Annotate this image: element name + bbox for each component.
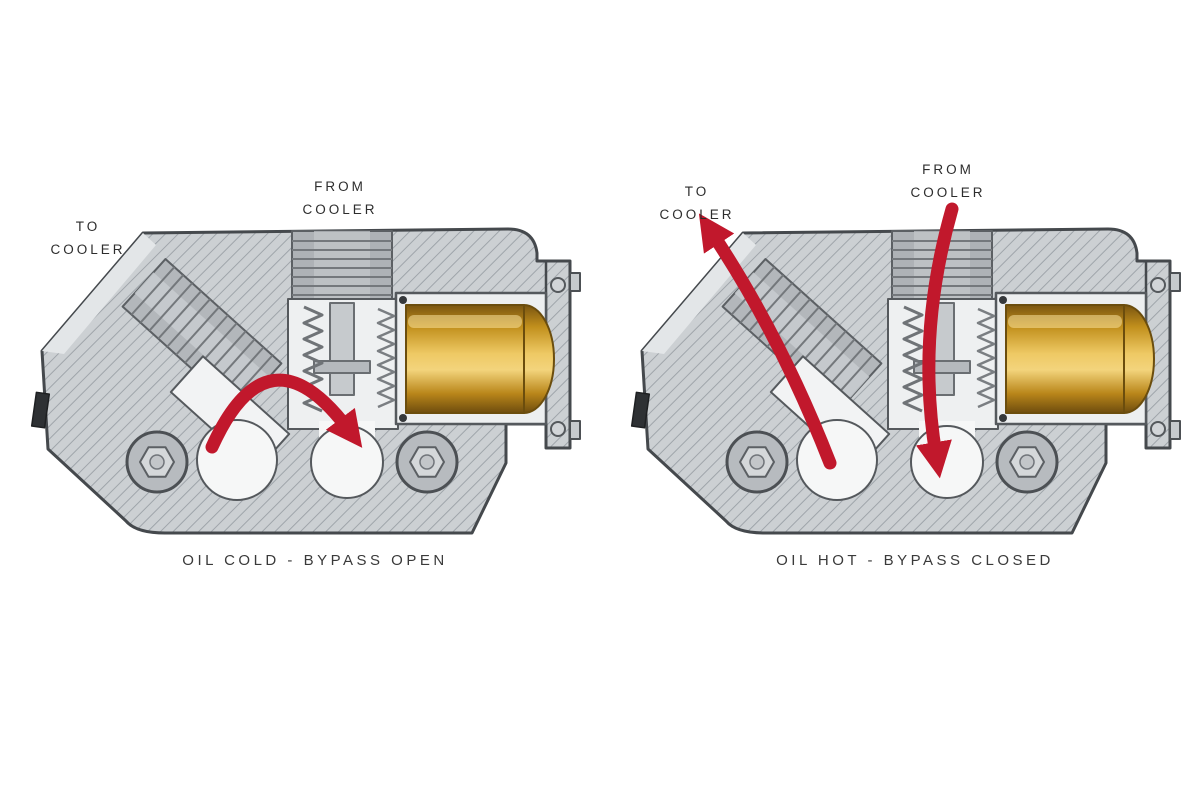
from-cooler-line1: FROM: [314, 179, 366, 194]
valve-cutaway-hot: [630, 202, 1200, 585]
to-cooler-label: TO COOLER: [38, 215, 138, 261]
to-cooler-line2: COOLER: [659, 207, 735, 222]
from-cooler-label: FROM COOLER: [280, 175, 400, 221]
to-cooler-line1: TO: [75, 219, 101, 234]
from-cooler-flow-arrow: [915, 202, 959, 479]
bypass-flow-arrow: [205, 373, 363, 454]
from-cooler-line1: FROM: [922, 162, 974, 177]
to-cooler-label: TO COOLER: [637, 180, 757, 226]
from-cooler-line2: COOLER: [910, 185, 986, 200]
to-cooler-line1: TO: [684, 184, 710, 199]
to-cooler-line2: COOLER: [50, 242, 126, 257]
from-cooler-label: FROM COOLER: [888, 158, 1008, 204]
from-cooler-line2: COOLER: [302, 202, 378, 217]
diagram-panel-hot: TO COOLER FROM COOLER OIL HOT - BYPASS C…: [630, 155, 1200, 595]
valve-cutaway-cold: [30, 165, 600, 585]
caption-cold: OIL COLD - BYPASS OPEN: [182, 552, 448, 569]
caption-hot: OIL HOT - BYPASS CLOSED: [776, 552, 1054, 569]
diagram-panel-cold: TO COOLER FROM COOLER OIL COLD - BYPASS …: [30, 155, 600, 595]
to-cooler-flow-arrow: [698, 213, 837, 470]
valve-housing: [632, 229, 1180, 533]
